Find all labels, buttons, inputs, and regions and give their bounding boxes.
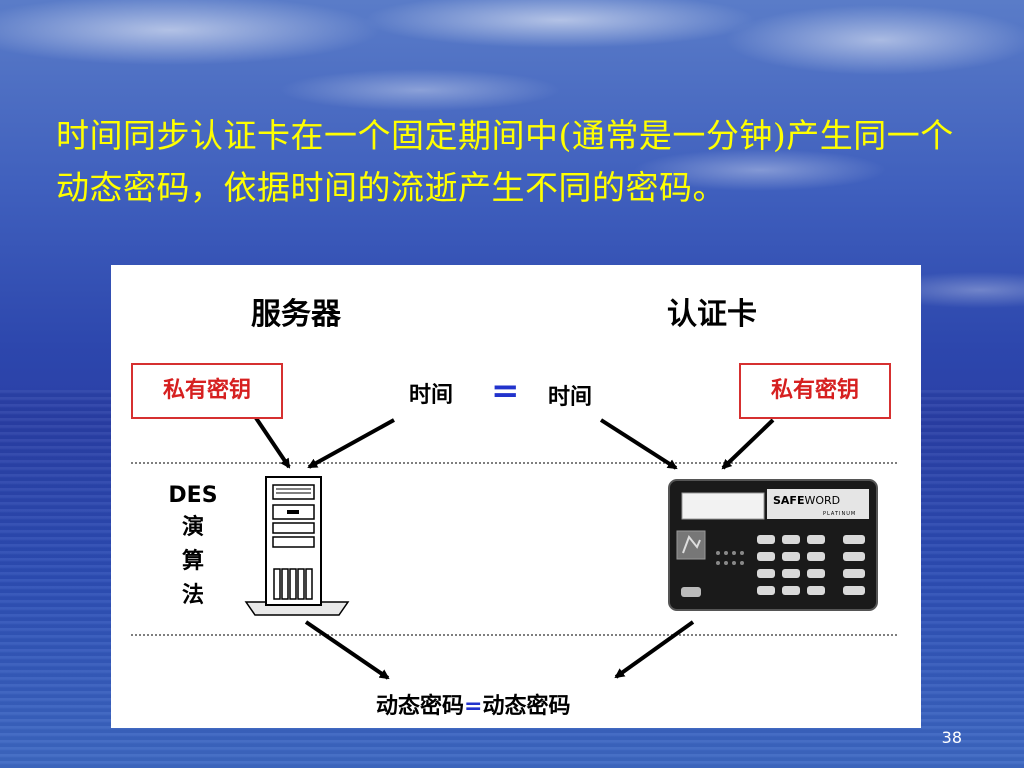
card-time-label: 时间 [548,385,593,410]
page-number: 38 [941,728,962,747]
server-time-label: 时间 [409,383,454,408]
arrow-key-to-server [254,416,291,469]
arrow-key-to-card [721,418,775,470]
card-brand-safe: SAFE [773,494,805,507]
algorithm-char-2: 算 [181,549,204,574]
arrow-card-to-dynamic [614,620,695,679]
algorithm-char-1: 演 [181,515,204,540]
time-equals-sign: = [491,371,520,411]
card-brand: SAFEWORD [773,494,840,507]
slide-heading: 时间同步认证卡在一个固定期间中(通常是一分钟)产生同一个动态密码，依据时间的流逝… [56,116,954,207]
dynamic-password-server: 动态密码 [376,694,465,719]
private-key-server-box: 私有密钥 [131,363,283,419]
diagram-graphics [131,416,899,680]
des-label: DES [168,483,218,508]
auth-diagram: 服务器 认证卡 私有密钥 私有密钥 时间 = 时间 DES 演 算 法 SAFE… [111,265,921,728]
card-title: 认证卡 [667,297,757,332]
server-title: 服务器 [251,297,341,332]
dynamic-password-card: 动态密码 [482,694,571,719]
dynamic-equals-sign: = [464,694,483,719]
private-key-card-box: 私有密钥 [739,363,891,419]
algorithm-char-3: 法 [181,583,204,608]
token-card-icon [668,479,878,611]
arrow-time-to-server [307,418,395,469]
card-brand-word: WORD [804,494,841,507]
card-brand-sub: PLATINUM [823,511,857,517]
arrow-server-to-dynamic [304,620,390,680]
arrow-time-to-card [599,418,678,470]
server-icon [244,476,350,616]
dynamic-password-row: 动态密码=动态密码 [376,688,570,720]
